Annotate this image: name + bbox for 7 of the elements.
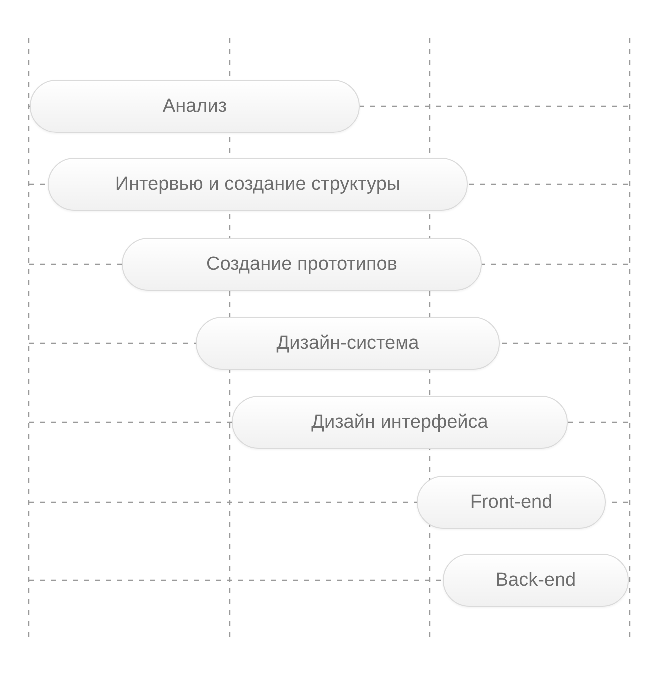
task-bar: Back-end xyxy=(443,554,629,607)
task-bar: Front-end xyxy=(417,476,606,529)
task-bar: Анализ xyxy=(30,80,360,133)
task-bar: Дизайн-система xyxy=(196,317,500,370)
task-bar: Создание прототипов xyxy=(122,238,482,291)
task-bar: Интервью и создание структуры xyxy=(48,158,468,211)
task-bar: Дизайн интерфейса xyxy=(232,396,568,449)
